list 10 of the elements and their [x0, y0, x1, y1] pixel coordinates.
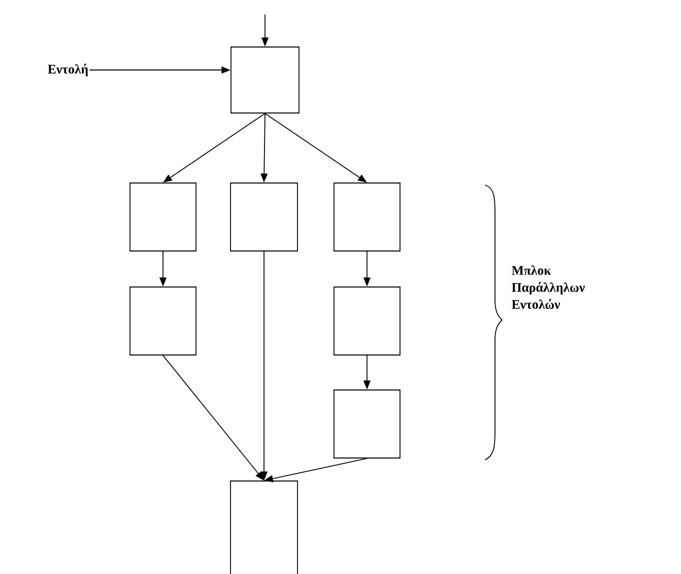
- process-box: [230, 182, 298, 252]
- process-box: [334, 182, 400, 252]
- process-box: [230, 480, 298, 574]
- process-box: [334, 390, 400, 458]
- command-label: Εντολή: [48, 64, 88, 76]
- process-box: [130, 286, 196, 356]
- process-box: [334, 286, 400, 356]
- process-box: [230, 46, 300, 114]
- process-box: [130, 182, 196, 252]
- bracket-label: Μπλοκ Παράλληλων Εντολών: [512, 266, 585, 309]
